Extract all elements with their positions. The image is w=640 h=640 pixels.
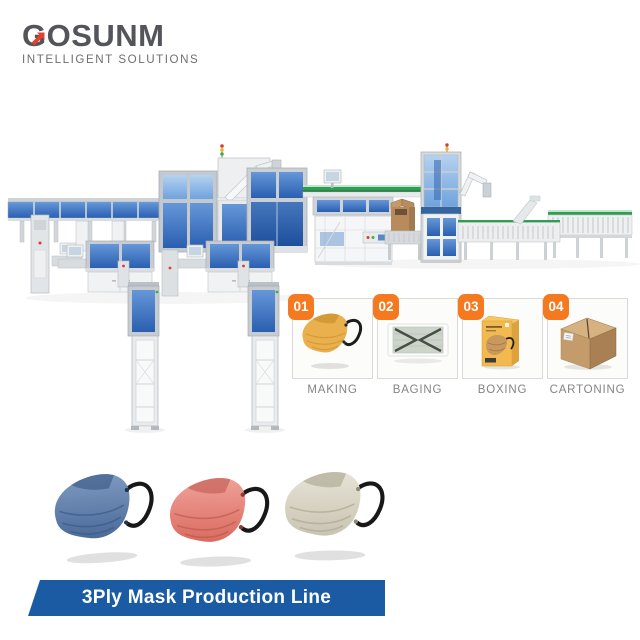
bagging-machine — [312, 196, 394, 216]
step-label-cartoning: CARTONING — [549, 384, 626, 396]
yellow-mask-image — [301, 313, 362, 370]
mask-line-unit-2 — [177, 240, 286, 434]
step-card-making: 01 — [288, 294, 373, 379]
step-number-badge: 01 — [288, 294, 314, 320]
step-label-baging: BAGING — [392, 384, 443, 396]
roller-conveyor-far — [547, 210, 633, 258]
roller-conveyor-near — [457, 195, 561, 260]
logo-wordmark: GOSUNM — [22, 18, 165, 53]
blue-mask-image — [54, 474, 154, 564]
retail-box-image — [480, 315, 520, 370]
step-card-baging: 02 — [373, 294, 458, 379]
step-number-badge: 04 — [543, 294, 569, 320]
open-carton-box — [384, 198, 426, 260]
step-number-badge: 02 — [373, 294, 399, 320]
bagged-mask-image — [387, 323, 448, 364]
gosunm-logo: GOSUNM INTELLIGENT SOLUTIONS — [22, 18, 242, 67]
step-label-making: MAKING — [307, 384, 358, 396]
coral-mask-image — [170, 478, 270, 567]
mask-line-unit-1 — [57, 240, 166, 434]
case-packer — [314, 215, 393, 265]
beige-mask-image — [285, 471, 385, 561]
logo-tagline: INTELLIGENT SOLUTIONS — [22, 53, 200, 66]
banner-title: 3Ply Mask Production Line — [81, 587, 332, 608]
shipping-carton-image — [559, 317, 617, 370]
step-label-boxing: BOXING — [477, 384, 528, 396]
main-cabinet — [158, 170, 218, 297]
robot-arm-right — [459, 171, 492, 198]
logo-arrow-icon — [31, 32, 45, 46]
step-card-cartoning: 04 — [543, 294, 628, 379]
step-card-boxing: 03 — [458, 294, 543, 379]
title-banner: 3Ply Mask Production Line — [28, 580, 385, 616]
step-number-badge: 03 — [458, 294, 484, 320]
production-line-illustration — [7, 143, 640, 434]
tall-packing-cabinet — [420, 143, 462, 263]
mid-machine — [246, 167, 308, 253]
